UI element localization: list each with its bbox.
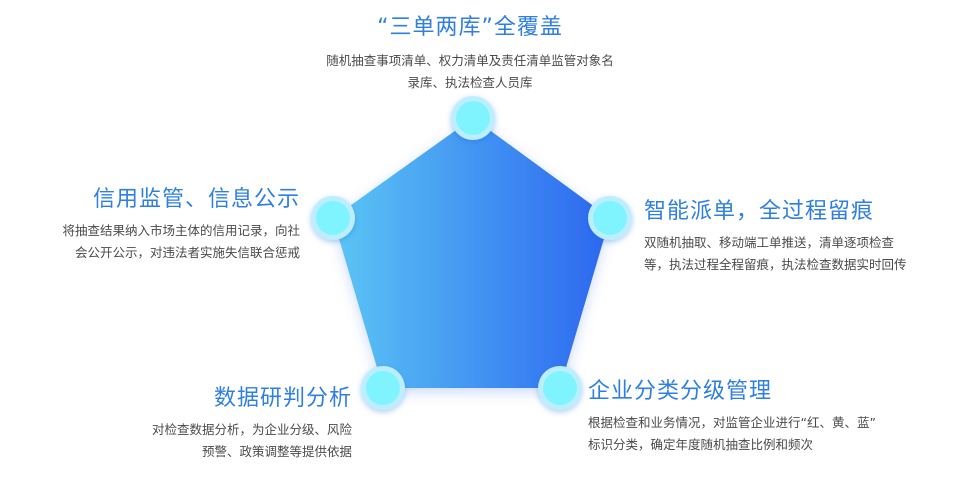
feature-description: 随机抽查事项清单、权力清单及责任清单监管对象名 录库、执法检查人员库 [300,50,640,94]
feature-title: 智能派单，全过程留痕 [644,199,875,224]
feature-description-line: 会公开公示，对违法者实施失信联合惩戒 [74,245,300,260]
feature-three-lists-two-libraries: “三单两库”全覆盖 随机抽查事项清单、权力清单及责任清单监管对象名 录库、执法检… [300,14,640,94]
feature-title: “三单两库”全覆盖 [377,15,563,40]
node-top [451,96,495,140]
feature-smart-dispatch: 智能派单，全过程留痕 双随机抽取、移动端工单推送，清单逐项检查 等，执法过程全程… [644,198,962,276]
node-right [588,196,632,240]
feature-description: 双随机抽取、移动端工单推送，清单逐项检查 等，执法过程全程留痕，执法检查数据实时… [644,232,962,276]
feature-description-line: 双随机抽取、移动端工单推送，清单逐项检查 [644,235,895,250]
feature-description: 将抽查结果纳入市场主体的信用记录，向社 会公开公示，对违法者实施失信联合惩戒 [18,220,300,264]
feature-credit-supervision: 信用监管、信息公示 将抽查结果纳入市场主体的信用记录，向社 会公开公示，对违法者… [18,186,300,264]
feature-title: 企业分类分级管理 [588,379,773,404]
feature-title: 信用监管、信息公示 [92,187,300,212]
feature-title: 数据研判分析 [213,386,352,411]
feature-description-line: 录库、执法检查人员库 [407,75,533,90]
feature-description: 对检查数据分析，为企业分级、风险 预警、政策调整等提供依据 [80,419,352,463]
feature-description-line: 对检查数据分析，为企业分级、风险 [151,422,352,437]
feature-data-analysis: 数据研判分析 对检查数据分析，为企业分级、风险 预警、政策调整等提供依据 [80,385,352,463]
feature-description-line: 标识分类，确定年度随机抽查比例和频次 [588,437,814,452]
feature-description-line: 随机抽查事项清单、权力清单及责任清单监管对象名 [326,53,614,68]
node-bottom-right [538,366,582,410]
feature-description-line: 预警、政策调整等提供依据 [201,444,352,459]
feature-description-line: 根据检查和业务情况，对监管企业进行“红、黄、蓝” [588,415,876,430]
pentagon-shape [333,118,610,388]
feature-description: 根据检查和业务情况，对监管企业进行“红、黄、蓝” 标识分类，确定年度随机抽查比例… [588,412,938,456]
feature-enterprise-classification: 企业分类分级管理 根据检查和业务情况，对监管企业进行“红、黄、蓝” 标识分类，确… [588,378,938,456]
node-bottom-left [361,366,405,410]
node-left [311,196,355,240]
feature-description-line: 等，执法过程全程留痕，执法检查数据实时回传 [644,257,907,272]
feature-description-line: 将抽查结果纳入市场主体的信用记录，向社 [62,223,300,238]
